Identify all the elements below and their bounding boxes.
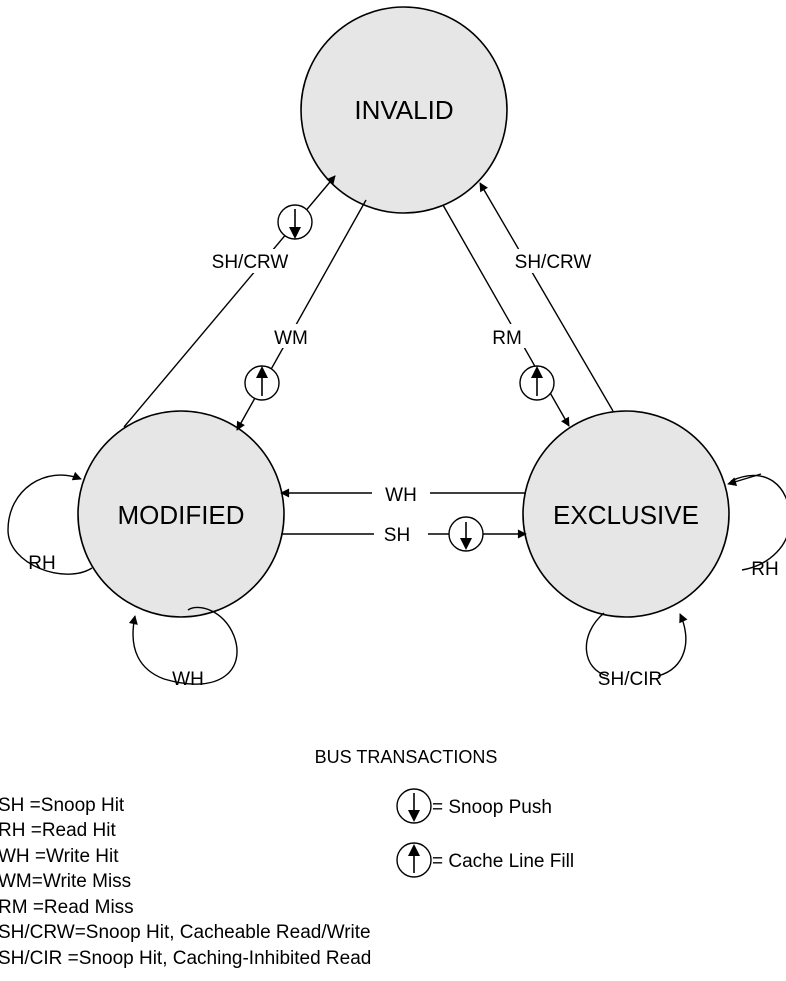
label-mask — [500, 249, 606, 273]
edge-label-wh: WH — [385, 485, 417, 506]
loop-label-rh: RH — [751, 559, 778, 580]
edge-label-rm: RM — [492, 328, 522, 349]
legend-cache-line-fill: = Cache Line Fill — [396, 842, 574, 878]
legend-abbrev-shcir: SH/CIR =Snoop Hit, Caching-Inhibited Rea… — [0, 948, 371, 969]
transition-exclusive-to-invalid: SH/CRW — [479, 182, 614, 412]
legend-snoop-push: = Snoop Push — [396, 788, 552, 824]
state-modified: MODIFIED — [77, 410, 285, 618]
loop-label-shcir: SH/CIR — [598, 669, 662, 690]
edge-label-shcrw: SH/CRW — [515, 252, 592, 273]
self-loop-exclusive-shcir: SH/CIR — [585, 612, 688, 690]
state-invalid-circle — [300, 6, 508, 214]
legend-cache-line-fill-label: = Cache Line Fill — [432, 851, 574, 872]
edge-line — [479, 182, 614, 412]
label-mask — [192, 249, 308, 273]
legend-abbrev-rm: RM =Read Miss — [0, 897, 134, 918]
loop-label-wh: WH — [172, 669, 204, 690]
label-mask — [374, 522, 428, 546]
loop-line — [730, 474, 786, 571]
loop-line — [163, 606, 238, 685]
label-mask — [268, 324, 314, 348]
state-exclusive-label: EXCLUSIVE — [553, 500, 699, 530]
state-exclusive: EXCLUSIVE — [522, 410, 730, 618]
snoop-push-icon — [396, 788, 432, 824]
legend: BUS TRANSACTIONS SH =Snoop Hit RH =Read … — [0, 747, 574, 969]
label-mask — [372, 482, 430, 506]
transition-invalid-to-exclusive: RM — [442, 204, 570, 427]
loop-line — [7, 471, 93, 575]
snoop-push-icon — [448, 516, 484, 552]
cache-line-fill-icon — [519, 365, 555, 401]
self-loop-exclusive-rh: RH — [727, 473, 786, 580]
state-exclusive-circle — [522, 410, 730, 618]
label-mask — [486, 324, 528, 348]
state-modified-label: MODIFIED — [117, 500, 244, 530]
legend-abbrev-wm: WM=Write Miss — [0, 871, 131, 892]
state-invalid-label: INVALID — [354, 95, 453, 125]
legend-abbrev-sh: SH =Snoop Hit — [0, 795, 125, 816]
legend-abbrev-wh: WH =Write Hit — [0, 846, 119, 867]
edge-label-sh: SH — [384, 525, 410, 546]
state-modified-circle — [77, 410, 285, 618]
loop-line-head — [128, 615, 165, 680]
loop-arrow — [727, 473, 762, 486]
cache-line-fill-icon — [396, 842, 432, 878]
edge-label-wm: WM — [274, 328, 308, 349]
self-loop-modified-rh: RH — [7, 471, 93, 575]
edge-label-shcrw: SH/CRW — [212, 252, 289, 273]
legend-abbrev-rh: RH =Read Hit — [0, 820, 116, 841]
legend-abbrev-shcrw: SH/CRW=Snoop Hit, Cacheable Read/Write — [0, 922, 371, 943]
transition-modified-to-exclusive: SH — [281, 516, 527, 552]
legend-title: BUS TRANSACTIONS — [315, 747, 498, 767]
loop-line-head — [657, 613, 688, 677]
legend-snoop-push-label: = Snoop Push — [432, 797, 552, 818]
cache-line-fill-icon — [244, 365, 280, 401]
transition-exclusive-to-modified: WH — [280, 482, 526, 506]
state-invalid: INVALID — [300, 6, 508, 214]
self-loop-modified-wh: WH — [128, 606, 238, 690]
transition-invalid-to-modified: WM — [236, 199, 367, 431]
loop-label-rh: RH — [28, 553, 55, 574]
transition-modified-to-invalid: SH/CRW — [123, 175, 336, 428]
snoop-push-icon — [277, 204, 313, 240]
loop-line — [585, 612, 609, 677]
